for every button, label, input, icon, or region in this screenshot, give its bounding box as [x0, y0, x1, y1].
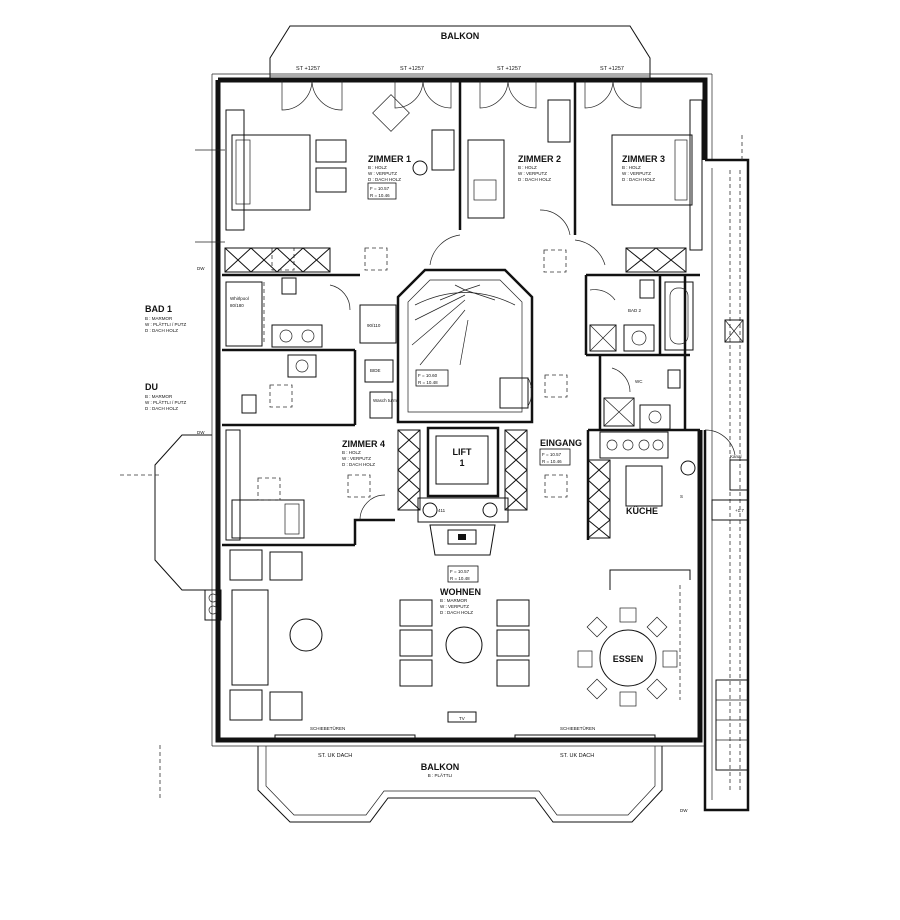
essen: ESSEN	[577, 607, 678, 707]
svg-text:D : DACH HOLZ: D : DACH HOLZ	[622, 177, 655, 182]
svg-text:SCHIEBETÜREN: SCHIEBETÜREN	[560, 725, 595, 731]
svg-text:BALKON: BALKON	[421, 762, 460, 772]
svg-text:ST. UK DACH: ST. UK DACH	[318, 753, 352, 759]
svg-text:B : MARMOR: B : MARMOR	[145, 316, 173, 321]
svg-text:Whirlpool: Whirlpool	[230, 296, 249, 301]
svg-text:R = 10.46: R = 10.46	[542, 459, 562, 464]
bad1-fixtures: Whirlpool 80/180 90/110	[225, 277, 397, 348]
svg-text:D : DACH HOLZ: D : DACH HOLZ	[342, 462, 375, 467]
corner-marks	[159, 135, 743, 800]
svg-text:D : DACH HOLZ: D : DACH HOLZ	[145, 328, 178, 333]
svg-text:KÜCHE: KÜCHE	[626, 506, 658, 516]
wc-fixtures: WC	[603, 367, 681, 430]
st-level-3: ST +1257	[497, 66, 521, 72]
svg-text:B : HOLZ: B : HOLZ	[518, 165, 537, 170]
svg-text:W : VERPUTZ: W : VERPUTZ	[622, 171, 651, 176]
kamin-label: 411	[438, 508, 446, 513]
svg-text:ZIMMER 3: ZIMMER 3	[622, 154, 665, 164]
svg-text:B : PLÄTTLI: B : PLÄTTLI	[428, 772, 453, 778]
balcony-bottom: BALKON B : PLÄTTLI	[257, 746, 663, 823]
du-legend: DU B : MARMOR W : PLÄTTLI / PUTZ D : DAC…	[145, 382, 187, 411]
zimmer2-label: ZIMMER 2 B : HOLZ W : VERPUTZ D : DACH H…	[518, 154, 561, 182]
svg-text:F = 10.60: F = 10.60	[418, 373, 438, 378]
svg-text:DU: DU	[145, 382, 158, 392]
svg-text:ST. UK DACH: ST. UK DACH	[560, 753, 594, 759]
kueche: KÜCHE S	[599, 431, 696, 700]
svg-text:W : PLÄTTLI / PUTZ: W : PLÄTTLI / PUTZ	[145, 399, 187, 405]
zimmer2-furniture	[467, 99, 571, 236]
svg-text:W : PLÄTTLI / PUTZ: W : PLÄTTLI / PUTZ	[145, 321, 187, 327]
svg-text:B : MARMOR: B : MARMOR	[145, 394, 173, 399]
zimmer1-furniture	[225, 94, 455, 271]
svg-text:B : MARMOR: B : MARMOR	[440, 598, 468, 603]
svg-text:D : DACH HOLZ: D : DACH HOLZ	[518, 177, 551, 182]
hall-doors	[329, 234, 606, 521]
svg-text:Kanal: Kanal	[730, 454, 742, 459]
right-wing-details: Kanal +1.7	[704, 319, 749, 771]
st-level-1: ST +1257	[296, 66, 320, 72]
lift-number: 1	[459, 458, 464, 468]
dw-label-1: DW	[197, 266, 205, 271]
svg-text:ZIMMER 4: ZIMMER 4	[342, 439, 385, 449]
svg-text:ZIMMER 2: ZIMMER 2	[518, 154, 561, 164]
zimmer4-furniture	[225, 429, 371, 541]
svg-text:WC: WC	[635, 379, 643, 384]
staircase: 3 F = 10.60 R = 10.48	[396, 268, 534, 424]
svg-text:+1.7: +1.7	[735, 508, 744, 513]
svg-text:B : HOLZ: B : HOLZ	[622, 165, 641, 170]
svg-text:BAD 2: BAD 2	[628, 308, 642, 313]
dw-label-2: DW	[197, 430, 205, 435]
svg-text:ZIMMER 1: ZIMMER 1	[368, 154, 411, 164]
wardrobes	[224, 247, 687, 539]
left-bay	[120, 149, 225, 621]
svg-text:F = 10.57: F = 10.57	[370, 186, 390, 191]
svg-text:80/180: 80/180	[230, 303, 244, 308]
svg-text:ESSEN: ESSEN	[613, 654, 644, 664]
bad2-fixtures: BAD 2	[589, 279, 694, 352]
svg-text:F = 10.57: F = 10.57	[450, 569, 470, 574]
lift-label: LIFT	[453, 447, 472, 457]
svg-text:EINGANG: EINGANG	[540, 438, 582, 448]
st-level-4: ST +1257	[600, 66, 624, 72]
top-doors	[281, 79, 642, 111]
svg-text:WOHNEN: WOHNEN	[440, 587, 481, 597]
wohnen: F = 10.57 R = 10.48 WOHNEN B : MARMOR W …	[229, 549, 530, 723]
st-level-2: ST +1257	[400, 66, 424, 72]
du-fixtures: BIDE Wasch turm	[241, 354, 397, 419]
zimmer1-label: ZIMMER 1 B : HOLZ W : VERPUTZ D : DACH H…	[367, 154, 411, 200]
svg-text:R = 10.48: R = 10.48	[418, 380, 438, 385]
lift: LIFT 1 411	[417, 426, 509, 556]
svg-text:TV: TV	[459, 716, 465, 721]
svg-text:F = 10.57: F = 10.57	[542, 452, 562, 457]
svg-text:Wasch turm: Wasch turm	[373, 398, 397, 403]
svg-text:D : DACH HOLZ: D : DACH HOLZ	[145, 406, 178, 411]
svg-text:BIDE: BIDE	[370, 368, 381, 373]
svg-text:S: S	[680, 494, 683, 499]
svg-text:D : DACH HOLZ: D : DACH HOLZ	[368, 177, 401, 182]
svg-text:W : VERPUTZ: W : VERPUTZ	[342, 456, 371, 461]
dw-label-3: DW	[680, 808, 688, 813]
zimmer4-label: ZIMMER 4 B : HOLZ W : VERPUTZ D : DACH H…	[342, 439, 385, 467]
stair-number: 3	[530, 384, 534, 390]
svg-text:B : HOLZ: B : HOLZ	[342, 450, 361, 455]
zimmer3-label: ZIMMER 3 B : HOLZ W : VERPUTZ D : DACH H…	[622, 154, 665, 182]
svg-text:W : VERPUTZ: W : VERPUTZ	[518, 171, 547, 176]
svg-text:BAD 1: BAD 1	[145, 304, 172, 314]
svg-text:R = 10.48: R = 10.48	[450, 576, 470, 581]
eingang: EINGANG F = 10.57 R = 10.46	[539, 374, 582, 498]
bad1-legend: BAD 1 B : MARMOR W : PLÄTTLI / PUTZ D : …	[145, 304, 187, 333]
svg-text:W : VERPUTZ: W : VERPUTZ	[440, 604, 469, 609]
svg-text:R = 10.46: R = 10.46	[370, 193, 390, 198]
balcony-top-label: BALKON	[441, 31, 480, 41]
svg-text:B : HOLZ: B : HOLZ	[368, 165, 387, 170]
svg-text:D : DACH HOLZ: D : DACH HOLZ	[440, 610, 473, 615]
svg-text:90/110: 90/110	[367, 323, 381, 328]
svg-text:W : VERPUTZ: W : VERPUTZ	[368, 171, 397, 176]
balcony-top: BALKON ST +1257 ST +1257 ST +1257 ST +12…	[269, 25, 651, 78]
bottom-wall: SCHIEBETÜREN SCHIEBETÜREN ST. UK DACH ST…	[274, 725, 656, 759]
svg-text:SCHIEBETÜREN: SCHIEBETÜREN	[310, 725, 345, 731]
zimmer3-furniture	[543, 99, 703, 273]
